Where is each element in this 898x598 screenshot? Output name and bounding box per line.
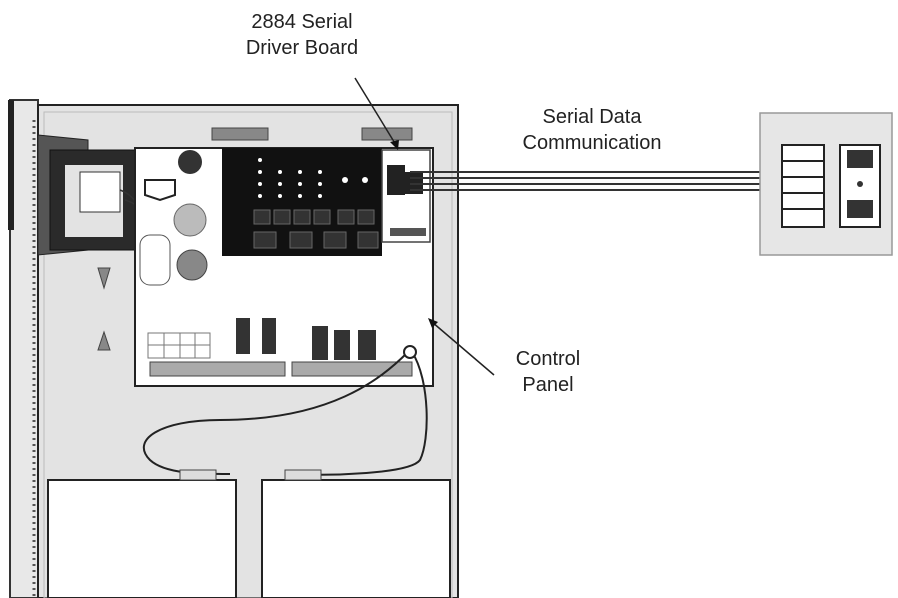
keypad-module xyxy=(222,148,382,256)
serial-data-wires xyxy=(410,171,784,191)
mounting-tabs xyxy=(97,267,111,351)
battery-cable xyxy=(143,345,428,476)
label-serial-data-communication: Serial Data Communication xyxy=(492,104,692,156)
batteries xyxy=(47,469,451,598)
serial-driver-board xyxy=(381,149,431,243)
label-line: Communication xyxy=(522,132,662,154)
transformer xyxy=(37,134,139,256)
label-line: Control xyxy=(515,348,581,370)
pointer-arrows xyxy=(354,77,495,376)
label-line: 2884 Serial xyxy=(251,11,353,33)
label-line: Serial Data xyxy=(542,106,642,128)
remote-annunciator xyxy=(759,112,893,256)
label-control-panel: Control Panel xyxy=(488,346,608,398)
label-line: Driver Board xyxy=(245,37,359,59)
label-serial-driver-board: 2884 Serial Driver Board xyxy=(222,9,382,61)
label-line: Panel xyxy=(522,374,574,396)
